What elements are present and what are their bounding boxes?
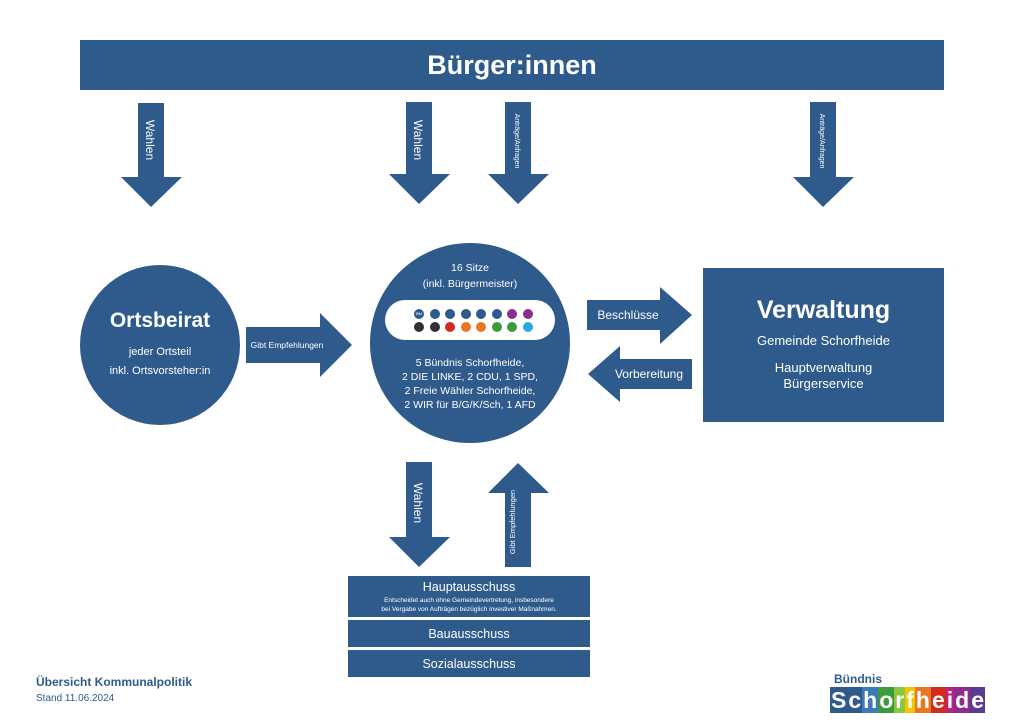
logo-letter: h xyxy=(914,687,931,713)
seat-dot xyxy=(491,322,502,332)
logo-letter: o xyxy=(878,687,895,713)
seat-dot xyxy=(414,322,424,332)
label-empfehlungen-right: Gibt Empfehlungen xyxy=(251,340,324,350)
ortsbeirat-line2: inkl. Ortsvorsteher:in xyxy=(109,365,211,377)
committee-haupt-desc: Entscheidet auch ohne Gemeindevertretung… xyxy=(348,596,590,614)
composition-line-3: 2 Freie Wähler Schorfheide, xyxy=(404,385,536,397)
composition-line-2: 2 DIE LINKE, 2 CDU, 1 SPD, xyxy=(402,371,538,383)
seat-dot xyxy=(507,309,517,319)
logo-letter: e xyxy=(970,687,985,713)
footer-date: Stand 11.06.2024 xyxy=(36,693,115,704)
arrow-wahlen-center xyxy=(389,102,450,204)
council-circle: 16 Sitze (inkl. Bürgermeister) BM 5 Bünd… xyxy=(370,243,570,443)
footer-title: Übersicht Kommunalpolitik xyxy=(36,675,193,689)
footer: Übersicht Kommunalpolitik Stand 11.06.20… xyxy=(36,675,192,704)
committee-haupt-name: Hauptausschuss xyxy=(422,580,516,594)
arrow-vorbereitung xyxy=(588,346,692,402)
seat-dot xyxy=(522,309,533,319)
seat-dot xyxy=(445,309,455,319)
arrow-antraege-center xyxy=(488,102,549,204)
logo-letter: f xyxy=(905,687,915,713)
arrow-beschluesse xyxy=(587,287,692,344)
verwaltung-line2: Hauptverwaltung xyxy=(774,360,873,375)
committee-haupt: Hauptausschuss Entscheidet auch ohne Gem… xyxy=(348,576,590,617)
verwaltung-box: Verwaltung Gemeinde Schorfheide Hauptver… xyxy=(703,268,944,422)
committee-sozial: Sozialausschuss xyxy=(348,650,590,677)
seat-dot-mayor: BM xyxy=(414,309,424,319)
council-seats-note: (inkl. Bürgermeister) xyxy=(422,278,518,290)
logo-letter: r xyxy=(894,687,906,713)
ortsbeirat-circle: Ortsbeirat jeder Ortsteil inkl. Ortsvors… xyxy=(80,265,240,425)
ortsbeirat-line1: jeder Ortsteil xyxy=(128,346,192,358)
arrow-empfehlungen-up xyxy=(488,463,549,567)
seat-dot xyxy=(476,309,486,319)
committee-haupt-desc2: bei Vergabe von Aufträgen bezüglich inve… xyxy=(381,606,557,613)
label-wahlen-left: Wahlen xyxy=(143,120,157,160)
composition-line-1: 5 Bündnis Schorfheide, xyxy=(415,357,525,369)
seat-dot xyxy=(476,322,486,332)
ortsbeirat-title: Ortsbeirat xyxy=(109,309,211,332)
arrow-antraege-right xyxy=(793,102,854,207)
citizens-banner: Bürger:innen xyxy=(80,40,944,90)
committee-bau: Bauausschuss xyxy=(348,620,590,647)
seat-dot xyxy=(460,309,471,319)
seat-dot xyxy=(460,322,471,332)
label-beschluesse: Beschlüsse xyxy=(597,308,659,322)
label-wahlen-down: Wahlen xyxy=(411,483,425,523)
logo-letter: c xyxy=(847,687,863,713)
seat-dot xyxy=(522,322,533,332)
seat-dot xyxy=(429,322,440,332)
council-composition: 5 Bündnis Schorfheide, 2 DIE LINKE, 2 CD… xyxy=(370,356,570,412)
citizens-title: Bürger:innen xyxy=(427,49,597,80)
logo-top-text: Bündnis xyxy=(834,672,882,686)
seat-dot xyxy=(491,309,502,319)
committee-sozial-name: Sozialausschuss xyxy=(422,657,516,671)
logo-letter: S xyxy=(830,687,848,713)
label-antraege-right: Anträge/Anfragen xyxy=(818,114,825,169)
seat-chart: BM xyxy=(385,300,555,340)
seat-dot xyxy=(507,322,517,332)
verwaltung-title: Verwaltung xyxy=(756,296,891,324)
verwaltung-lines: Hauptverwaltung Bürgerservice xyxy=(703,360,944,392)
composition-line-4: 2 WIR für B/G/K/Sch, 1 AFD xyxy=(404,399,536,411)
logo-letter: d xyxy=(954,687,971,713)
committee-bau-name: Bauausschuss xyxy=(428,627,510,641)
label-antraege-center: Anträge/Anfragen xyxy=(513,114,520,169)
label-wahlen-center: Wahlen xyxy=(411,120,425,160)
verwaltung-line1: Gemeinde Schorfheide xyxy=(757,333,890,348)
label-empfehlungen-up: Gibt Empfehlungen xyxy=(508,490,517,554)
arrow-empfehlungen-right xyxy=(246,313,352,377)
verwaltung-line3: Bürgerservice xyxy=(783,376,864,391)
logo-letter: i xyxy=(945,687,955,713)
logo-letter: e xyxy=(930,687,946,713)
committee-haupt-desc1: Entscheidet auch ohne Gemeindevertretung… xyxy=(384,597,554,604)
logo-letter: h xyxy=(862,687,879,713)
label-vorbereitung: Vorbereitung xyxy=(615,367,683,381)
council-seats-text: 16 Sitze (inkl. Bürgermeister) xyxy=(370,260,570,292)
arrow-wahlen-left xyxy=(121,103,182,207)
seat-dot xyxy=(429,309,440,319)
seat-dot xyxy=(445,322,455,332)
council-seats-count: 16 Sitze xyxy=(451,262,489,274)
arrow-wahlen-down xyxy=(389,462,450,567)
